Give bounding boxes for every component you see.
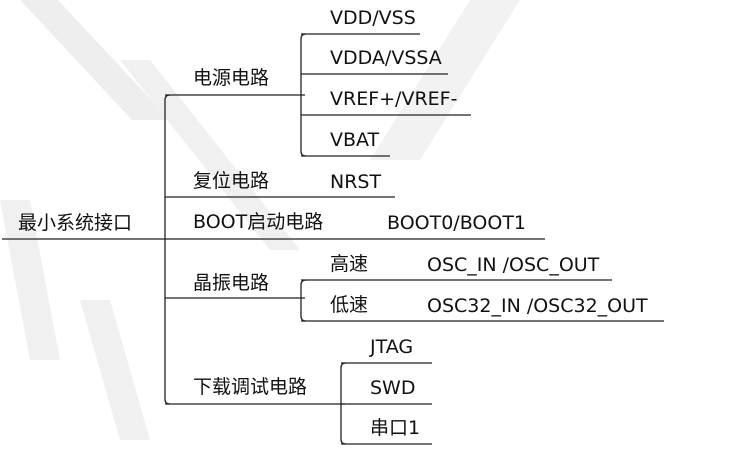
power-item-vbat: VBAT [330,129,380,151]
root-node: 最小系统接口 [18,212,133,234]
debug-item-jtag: JTAG [370,336,414,358]
branch-reset: 复位电路 [193,170,270,192]
power-item-vdd: VDD/VSS [330,7,416,29]
debug-item-swd: SWD [370,377,416,399]
branch-power: 电源电路 [193,67,270,89]
osc-high-speed-label: 高速 [330,253,369,275]
debug-item-uart: 串口1 [370,417,421,439]
reset-item-nrst: NRST [330,171,382,193]
power-item-vref: VREF+/VREF- [330,88,458,110]
branch-debug: 下载调试电路 [193,376,308,398]
branch-osc: 晶振电路 [193,272,270,294]
boot-item-boot: BOOT0/BOOT1 [387,212,527,234]
osc-low-speed-label: 低速 [330,294,369,316]
branch-boot: BOOT启动电路 [193,211,324,233]
power-item-vdda: VDDA/VSSA [330,47,442,69]
osc-high-speed-value: OSC_IN /OSC_OUT [427,254,600,276]
osc-low-speed-value: OSC32_IN /OSC32_OUT [427,295,648,317]
